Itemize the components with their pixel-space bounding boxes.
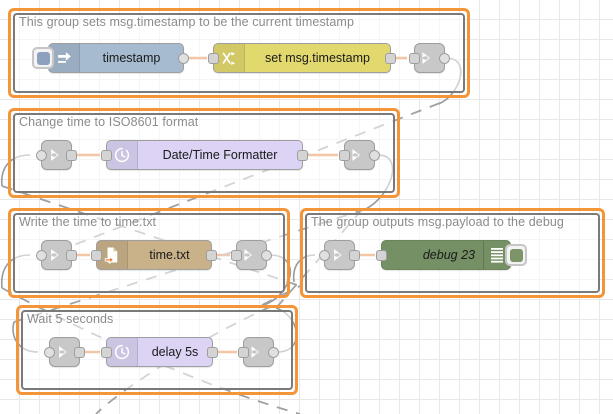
input-port[interactable] [101,149,112,161]
node-change-set-timestamp-label: set msg.timestamp [265,51,370,65]
link-out-icon [251,346,267,358]
output-port[interactable] [261,249,272,261]
link-out-icon [352,149,368,161]
clock-icon [107,338,138,366]
link-in-icon [58,346,73,358]
output-port[interactable] [66,149,77,161]
node-link-in-2[interactable] [36,140,77,170]
output-port[interactable] [385,52,396,64]
link-in-icon [333,249,348,261]
node-link-in-4[interactable] [319,240,360,270]
link-out-icon [422,52,438,64]
node-debug-23-label: debug 23 [422,248,475,262]
input-port[interactable] [101,346,112,358]
node-delay-5s-label: delay 5s [151,345,199,359]
node-link-in-3[interactable] [36,240,77,270]
inject-arrow-icon [49,44,80,72]
input-port[interactable] [319,249,330,261]
node-file-write-label: time.txt [149,248,190,262]
output-port[interactable] [207,346,218,358]
output-port[interactable] [297,149,308,161]
clock-icon [107,141,138,169]
change-shuffle-icon [214,44,245,72]
node-link-out-5[interactable] [238,337,279,367]
node-link-out-2[interactable] [339,140,380,170]
link-out-icon [244,249,260,261]
input-port[interactable] [409,52,420,64]
output-port[interactable] [206,249,217,261]
output-port[interactable] [74,346,85,358]
node-debug-23[interactable]: debug 23 [376,240,527,270]
inject-trigger-button[interactable] [32,47,54,69]
output-port[interactable] [178,52,189,64]
input-port[interactable] [231,249,242,261]
output-port[interactable] [268,346,279,358]
link-in-icon [50,149,65,161]
output-port[interactable] [369,149,380,161]
node-link-in-5[interactable] [44,337,85,367]
node-datetime-formatter[interactable]: Date/Time Formatter [101,140,308,170]
node-inject-timestamp-label: timestamp [102,51,161,65]
node-file-write[interactable]: time.txt [91,240,217,270]
node-link-out-3[interactable] [231,240,272,270]
node-change-set-timestamp[interactable]: set msg.timestamp [208,43,396,73]
debug-enable-button[interactable] [505,244,527,266]
output-port[interactable] [439,52,450,64]
node-delay-5s[interactable]: delay 5s [101,337,218,367]
input-port[interactable] [339,149,350,161]
node-datetime-formatter-label: Date/Time Formatter [162,148,278,162]
node-inject-timestamp[interactable]: timestamp [32,43,189,73]
debug-lines-icon [483,241,510,269]
input-port[interactable] [376,249,387,261]
link-in-icon [50,249,65,261]
output-port[interactable] [349,249,360,261]
input-port[interactable] [44,346,55,358]
input-port[interactable] [36,249,47,261]
input-port[interactable] [208,52,219,64]
input-port[interactable] [91,249,102,261]
file-write-icon [97,241,128,269]
input-port[interactable] [238,346,249,358]
input-port[interactable] [36,149,47,161]
node-link-out-1[interactable] [409,43,450,73]
output-port[interactable] [66,249,77,261]
